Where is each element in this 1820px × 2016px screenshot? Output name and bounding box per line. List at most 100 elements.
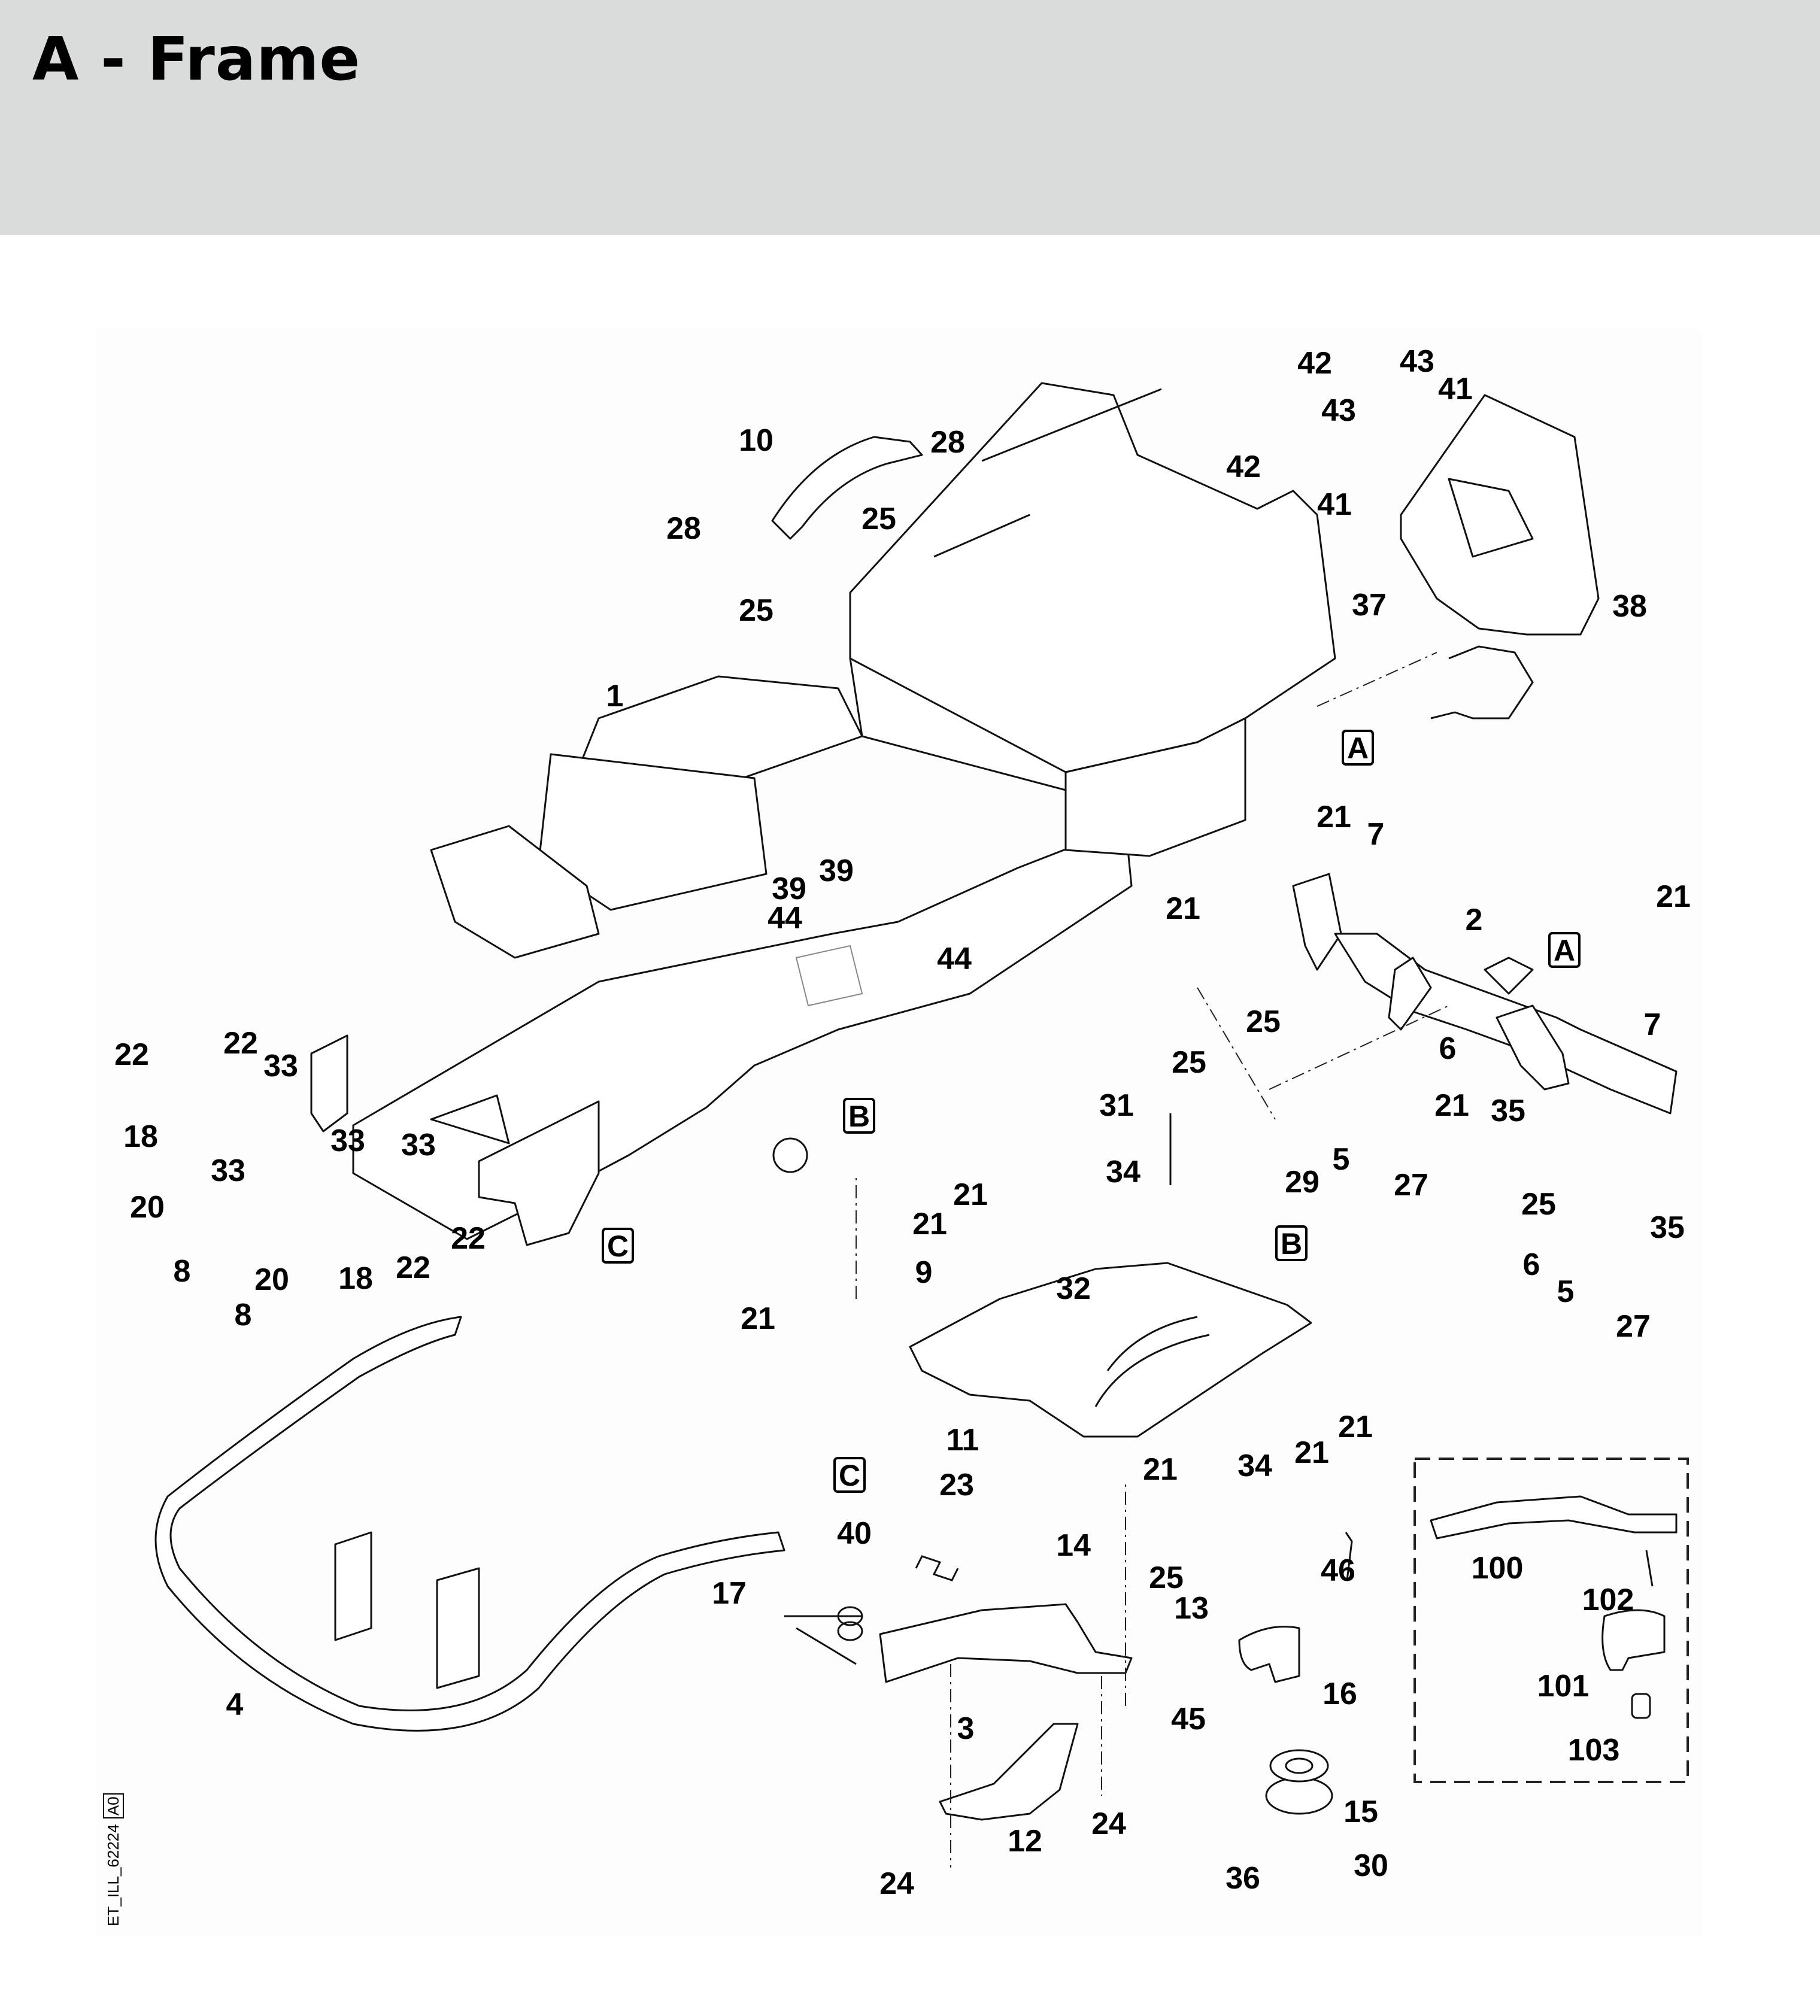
callout-5a[interactable]: 5 <box>1332 1142 1350 1177</box>
callout-22d[interactable]: 22 <box>396 1250 430 1285</box>
callout-29[interactable]: 29 <box>1285 1165 1320 1200</box>
callout-22c[interactable]: 22 <box>451 1221 486 1256</box>
callout-102[interactable]: 102 <box>1582 1583 1634 1617</box>
reference-marker-a[interactable]: A <box>1548 932 1581 968</box>
front-bumper-part-4 <box>154 1316 785 1732</box>
callout-32[interactable]: 32 <box>1056 1271 1091 1306</box>
callout-44b[interactable]: 44 <box>937 942 972 976</box>
callout-24a[interactable]: 24 <box>1091 1806 1126 1841</box>
callout-28b[interactable]: 28 <box>666 511 701 546</box>
callout-25a[interactable]: 25 <box>739 593 774 628</box>
callout-5b[interactable]: 5 <box>1557 1274 1575 1309</box>
reference-marker-c[interactable]: C <box>833 1457 866 1493</box>
callout-37[interactable]: 37 <box>1352 588 1387 623</box>
callout-42b[interactable]: 42 <box>1226 450 1261 484</box>
callout-21i[interactable]: 21 <box>1294 1435 1329 1470</box>
callout-7a[interactable]: 7 <box>1367 817 1385 852</box>
callout-33d[interactable]: 33 <box>401 1128 436 1162</box>
callout-45[interactable]: 45 <box>1171 1702 1206 1736</box>
callout-31[interactable]: 31 <box>1099 1088 1134 1123</box>
callout-22a[interactable]: 22 <box>114 1037 149 1072</box>
callout-21e[interactable]: 21 <box>953 1177 988 1212</box>
callout-21b[interactable]: 21 <box>1166 891 1200 926</box>
callout-43b[interactable]: 43 <box>1321 393 1356 428</box>
callout-103[interactable]: 103 <box>1567 1733 1620 1768</box>
bracket-part-12 <box>939 1723 1079 1821</box>
callout-2[interactable]: 2 <box>1465 903 1483 937</box>
callout-101[interactable]: 101 <box>1537 1669 1590 1704</box>
callout-25b[interactable]: 25 <box>862 502 896 536</box>
callout-46[interactable]: 46 <box>1321 1553 1355 1588</box>
callout-27a[interactable]: 27 <box>1394 1168 1428 1203</box>
callout-25c[interactable]: 25 <box>1246 1004 1281 1039</box>
callout-1[interactable]: 1 <box>606 679 624 714</box>
battery-box-part-37 <box>1400 394 1600 636</box>
callout-33c[interactable]: 33 <box>330 1124 365 1158</box>
callout-9[interactable]: 9 <box>915 1255 933 1290</box>
callout-25e[interactable]: 25 <box>1521 1187 1556 1222</box>
callout-6b[interactable]: 6 <box>1522 1247 1540 1282</box>
mounting-plate-part-9 <box>909 1262 1312 1438</box>
callout-33a[interactable]: 33 <box>263 1049 298 1083</box>
callout-35b[interactable]: 35 <box>1650 1210 1685 1245</box>
reference-marker-b[interactable]: B <box>843 1098 875 1134</box>
callout-23[interactable]: 23 <box>939 1468 974 1502</box>
callout-25d[interactable]: 25 <box>1172 1045 1206 1080</box>
callout-20a[interactable]: 20 <box>130 1190 165 1225</box>
callout-17[interactable]: 17 <box>712 1576 747 1611</box>
callout-27b[interactable]: 27 <box>1616 1309 1651 1344</box>
callout-39b[interactable]: 39 <box>772 872 806 906</box>
page-header: A - Frame <box>0 0 1820 235</box>
callout-8a[interactable]: 8 <box>173 1254 191 1289</box>
callout-39a[interactable]: 39 <box>819 854 854 888</box>
callout-38[interactable]: 38 <box>1612 589 1647 624</box>
callout-7b[interactable]: 7 <box>1643 1007 1661 1042</box>
reference-marker-a[interactable]: A <box>1342 730 1374 766</box>
idler-pulley-part-15 <box>1265 1749 1333 1815</box>
callout-12[interactable]: 12 <box>1008 1824 1042 1859</box>
callout-20b[interactable]: 20 <box>254 1262 289 1297</box>
callout-24b[interactable]: 24 <box>879 1866 914 1901</box>
callout-14[interactable]: 14 <box>1056 1528 1091 1563</box>
callout-13[interactable]: 13 <box>1174 1591 1209 1626</box>
callout-3[interactable]: 3 <box>957 1711 975 1746</box>
callout-22b[interactable]: 22 <box>223 1026 258 1061</box>
callout-41b[interactable]: 41 <box>1317 487 1352 522</box>
front-brackets <box>310 1034 600 1246</box>
callout-18b[interactable]: 18 <box>338 1261 373 1296</box>
callout-16[interactable]: 16 <box>1322 1677 1357 1711</box>
callout-18a[interactable]: 18 <box>123 1119 158 1154</box>
callout-21a[interactable]: 21 <box>1317 800 1351 834</box>
callout-21h[interactable]: 21 <box>1338 1410 1373 1444</box>
callout-35a[interactable]: 35 <box>1491 1094 1525 1128</box>
callout-21f[interactable]: 21 <box>912 1207 947 1241</box>
callout-42a[interactable]: 42 <box>1297 346 1332 381</box>
callout-100[interactable]: 100 <box>1471 1551 1524 1586</box>
kit-bracket-part-101 <box>1601 1609 1666 1671</box>
reference-marker-c[interactable]: C <box>602 1228 634 1264</box>
callout-10[interactable]: 10 <box>739 423 774 458</box>
callout-36[interactable]: 36 <box>1226 1861 1260 1896</box>
callout-30[interactable]: 30 <box>1354 1848 1388 1883</box>
callout-4[interactable]: 4 <box>226 1687 244 1722</box>
callout-21g[interactable]: 21 <box>741 1301 775 1336</box>
callout-21j[interactable]: 21 <box>1143 1452 1178 1487</box>
callout-34a[interactable]: 34 <box>1106 1155 1140 1189</box>
callout-33b[interactable]: 33 <box>211 1153 245 1188</box>
callout-41a[interactable]: 41 <box>1438 372 1473 406</box>
page-title: A - Frame <box>32 24 361 94</box>
callout-34b[interactable]: 34 <box>1237 1449 1272 1483</box>
callout-28a[interactable]: 28 <box>930 425 965 460</box>
reference-marker-b[interactable]: B <box>1275 1225 1308 1261</box>
callout-21d[interactable]: 21 <box>1434 1088 1469 1123</box>
callout-43a[interactable]: 43 <box>1400 344 1434 379</box>
callout-8b[interactable]: 8 <box>234 1298 252 1332</box>
callout-40[interactable]: 40 <box>837 1516 872 1551</box>
callout-11[interactable]: 11 <box>946 1423 979 1458</box>
callout-25f[interactable]: 25 <box>1149 1560 1184 1595</box>
callout-21c[interactable]: 21 <box>1656 879 1691 914</box>
callout-6a[interactable]: 6 <box>1439 1031 1457 1066</box>
callout-15[interactable]: 15 <box>1343 1795 1378 1829</box>
callout-44a[interactable]: 44 <box>768 901 802 936</box>
